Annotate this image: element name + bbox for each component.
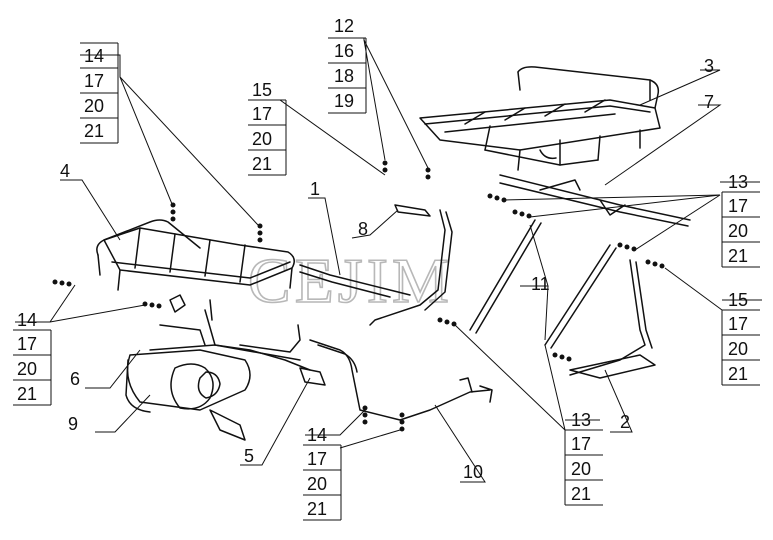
callout-10: 10 (463, 462, 483, 482)
part-2-bracket (569, 259, 656, 379)
callout-3: 3 (704, 56, 714, 76)
callout-stack-bc: 13 17 20 21 (564, 410, 603, 506)
stack-rt-item-3: 20 (728, 221, 748, 241)
stack-bl-item-3: 20 (307, 474, 327, 494)
stack-bc-item-1: 13 (571, 410, 591, 430)
stack-lc-item-1: 15 (252, 80, 272, 100)
stack-left-item-3: 20 (17, 359, 37, 379)
callout-8: 8 (358, 219, 368, 239)
callout-4: 4 (60, 161, 70, 181)
stack-rt-item-1: 13 (728, 172, 748, 192)
stack-left-item-2: 17 (17, 334, 37, 354)
callout-stack-lc: 15 17 20 21 (248, 80, 287, 176)
callout-stack-tc: 12 16 18 19 (328, 16, 367, 114)
callout-stack-rt: 13 17 20 21 (721, 172, 760, 268)
callout-6: 6 (70, 369, 80, 389)
part-9-guard (125, 324, 301, 441)
stack-tl-item-4: 21 (84, 121, 104, 141)
callout-9: 9 (68, 414, 78, 434)
stack-bl-item-1: 14 (307, 425, 327, 445)
stack-tc-item-1: 12 (334, 16, 354, 36)
part-7-bracket (499, 174, 691, 227)
callout-11: 11 (531, 274, 550, 294)
stack-tl-item-3: 20 (84, 96, 104, 116)
callout-stack-rb: 15 17 20 21 (721, 290, 760, 386)
part-5-bracket (204, 309, 326, 386)
stack-bc-item-2: 17 (571, 434, 591, 454)
callout-5: 5 (244, 446, 254, 466)
watermark: CEJIM (248, 245, 453, 316)
part-1-strut (299, 264, 411, 298)
part-3-rear-rack (419, 66, 661, 171)
stack-rt-item-2: 17 (728, 196, 748, 216)
stack-tc-item-4: 19 (334, 91, 354, 111)
part-4-front-rack (96, 219, 295, 321)
callout-stack-bl: 14 17 20 21 (303, 425, 342, 521)
callout-1: 1 (310, 179, 320, 199)
stack-rb-item-3: 20 (728, 339, 748, 359)
part-10-tube (309, 339, 493, 421)
fastener-bolts (52, 160, 665, 432)
stack-rb-item-4: 21 (728, 364, 748, 384)
stack-lc-item-4: 21 (252, 154, 272, 174)
part-11-struts (469, 219, 617, 349)
stack-bl-item-4: 21 (307, 499, 327, 519)
stack-tc-item-3: 18 (334, 66, 354, 86)
stack-rt-item-4: 21 (728, 246, 748, 266)
stack-bc-item-4: 21 (571, 484, 591, 504)
stack-left-item-4: 21 (17, 384, 37, 404)
stack-tl-item-1: 14 (84, 46, 104, 66)
stack-lc-item-2: 17 (252, 104, 272, 124)
stack-left-item-1: 14 (17, 310, 37, 330)
stack-bc-item-3: 20 (571, 459, 591, 479)
stack-rb-item-1: 15 (728, 290, 748, 310)
callout-2: 2 (620, 412, 630, 432)
callout-stack-left: 14 17 20 21 (13, 310, 52, 406)
stack-rb-item-2: 17 (728, 314, 748, 334)
callout-stack-tl: 14 17 20 21 (80, 42, 119, 144)
stack-tc-item-2: 16 (334, 41, 354, 61)
part-callouts: 1 2 3 4 5 6 7 8 9 10 11 (60, 56, 714, 482)
stack-tl-item-2: 17 (84, 71, 104, 91)
part-8-plate (369, 204, 453, 326)
stack-lc-item-3: 20 (252, 129, 272, 149)
callout-7: 7 (704, 92, 714, 112)
stack-bl-item-2: 17 (307, 449, 327, 469)
